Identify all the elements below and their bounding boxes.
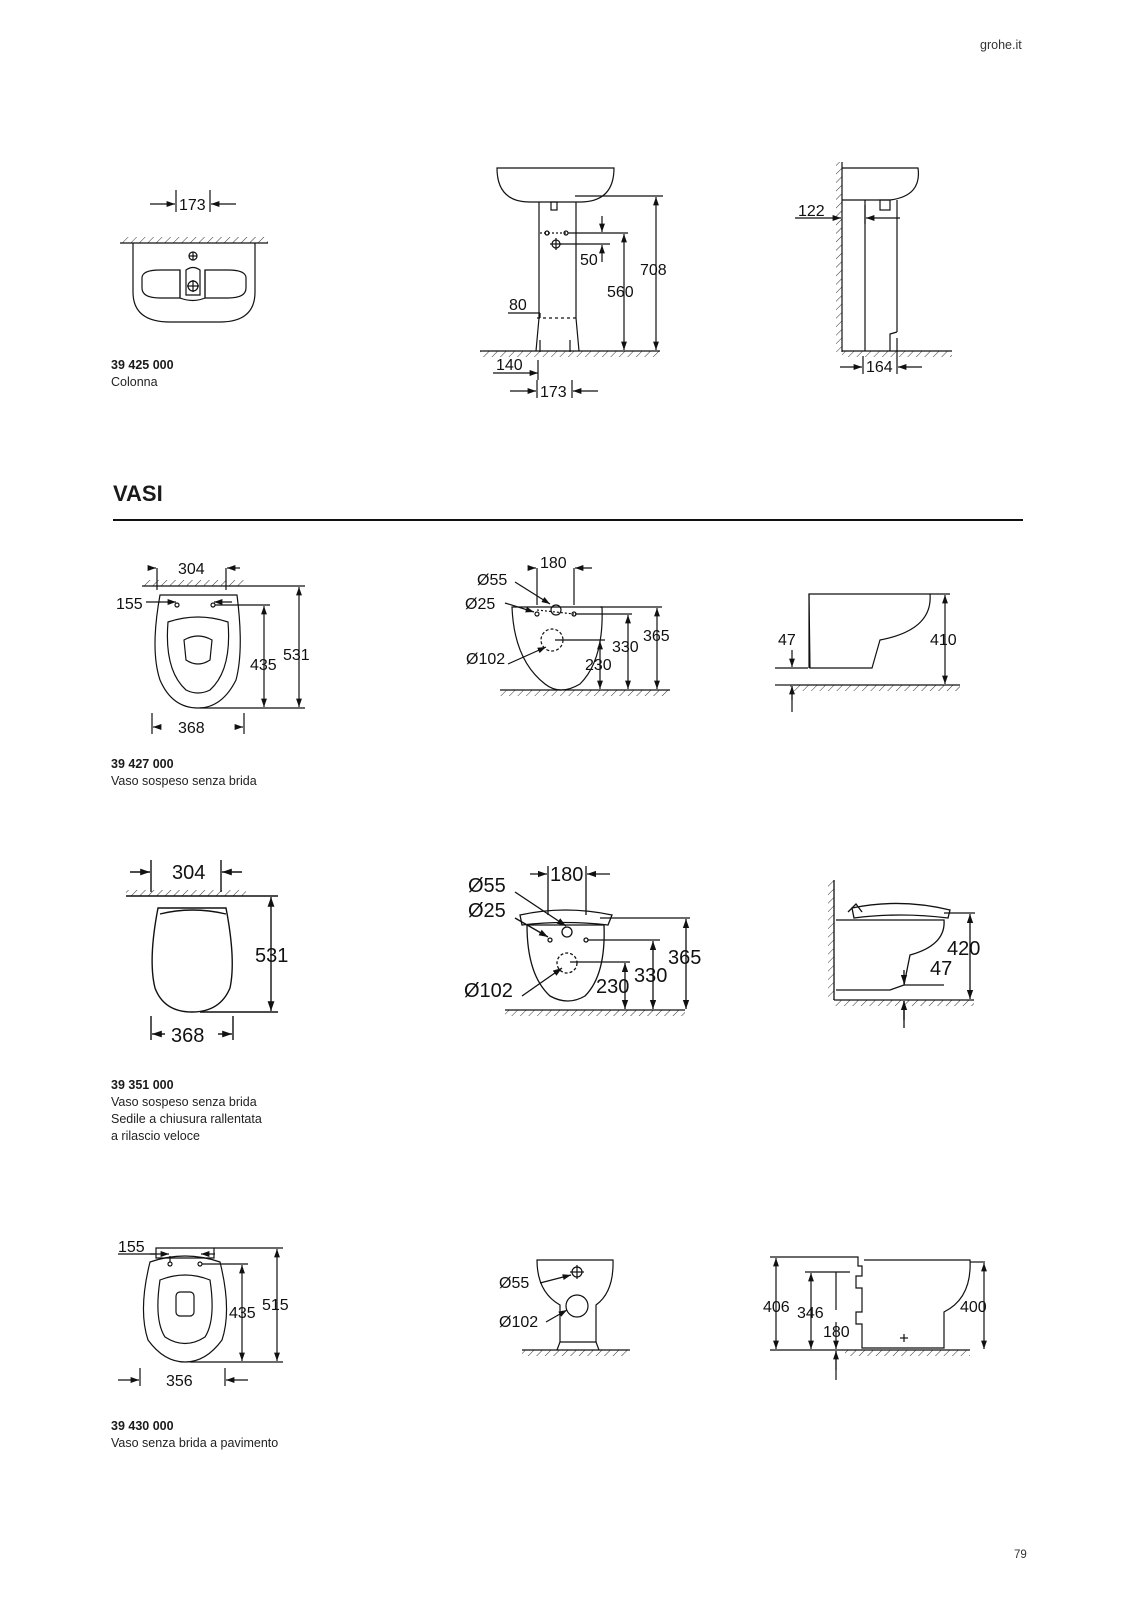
- product-caption-colonna: 39 425 000 Colonna: [111, 357, 174, 391]
- dim-label: 180: [550, 864, 583, 886]
- product-description: Colonna: [111, 375, 158, 389]
- dim-label: Ø25: [468, 900, 506, 922]
- section-divider: [113, 519, 1023, 521]
- dim-label: 410: [930, 632, 957, 649]
- dim-label: 368: [178, 720, 205, 737]
- product-code: 39 425 000: [111, 358, 174, 372]
- dim-label: Ø25: [465, 596, 495, 613]
- dim-label: 356: [166, 1373, 193, 1390]
- product-code: 39 430 000: [111, 1419, 174, 1433]
- dim-label: Ø55: [477, 572, 507, 589]
- dim-label: 47: [778, 632, 796, 649]
- dim-label: 173: [179, 197, 206, 214]
- dim-label: 435: [250, 657, 277, 674]
- section-title: VASI: [113, 481, 163, 506]
- product-caption-vaso-351: 39 351 000 Vaso sospeso senza brida Sedi…: [111, 1077, 262, 1145]
- dim-label: 50: [580, 252, 598, 269]
- dim-label: 230: [596, 976, 629, 998]
- dim-label: 330: [612, 639, 639, 656]
- dim-label: 365: [668, 947, 701, 969]
- product-description: Sedile a chiusura rallentata: [111, 1112, 262, 1126]
- product-description: Vaso sospeso senza brida: [111, 774, 257, 788]
- dim-label: Ø102: [464, 980, 513, 1002]
- dim-label: 155: [118, 1239, 145, 1256]
- dim-label: 230: [585, 657, 612, 674]
- dim-label: Ø55: [499, 1275, 529, 1292]
- dim-label: 330: [634, 965, 667, 987]
- dim-label: 368: [171, 1025, 204, 1047]
- dim-label: 304: [178, 561, 205, 578]
- dim-label: 406: [763, 1299, 790, 1316]
- dim-label: 122: [798, 203, 825, 220]
- dim-label: 304: [172, 862, 205, 884]
- product-description: Vaso sospeso senza brida: [111, 1095, 257, 1109]
- product-caption-vaso-430: 39 430 000 Vaso senza brida a pavimento: [111, 1418, 278, 1452]
- product-description: a rilascio veloce: [111, 1129, 200, 1143]
- dim-label: 708: [640, 262, 667, 279]
- dim-label: 80: [509, 297, 527, 314]
- site-url[interactable]: grohe.it: [980, 38, 1022, 52]
- dim-label: 346: [797, 1305, 824, 1322]
- dim-label: 180: [540, 555, 567, 572]
- product-code: 39 427 000: [111, 757, 174, 771]
- product-code: 39 351 000: [111, 1078, 174, 1092]
- product-caption-vaso-427: 39 427 000 Vaso sospeso senza brida: [111, 756, 257, 790]
- dim-label: 180: [823, 1324, 850, 1341]
- dim-label: 164: [866, 359, 893, 376]
- dim-label: Ø102: [499, 1314, 538, 1331]
- dim-label: Ø55: [468, 875, 506, 897]
- dim-label: 531: [283, 647, 310, 664]
- dim-label: Ø102: [466, 651, 505, 668]
- page-number: 79: [1014, 1549, 1027, 1561]
- dim-label: 47: [930, 958, 952, 980]
- dim-label: 560: [607, 284, 634, 301]
- dim-label: 531: [255, 945, 288, 967]
- dim-label: 173: [540, 384, 567, 401]
- dim-label: 420: [947, 938, 980, 960]
- dim-label: 155: [116, 596, 143, 613]
- dim-label: 140: [496, 357, 523, 374]
- product-description: Vaso senza brida a pavimento: [111, 1436, 279, 1450]
- dim-label: 435: [229, 1305, 256, 1322]
- dim-label: 400: [960, 1299, 987, 1316]
- dim-label: 515: [262, 1297, 289, 1314]
- dim-label: 365: [643, 628, 670, 645]
